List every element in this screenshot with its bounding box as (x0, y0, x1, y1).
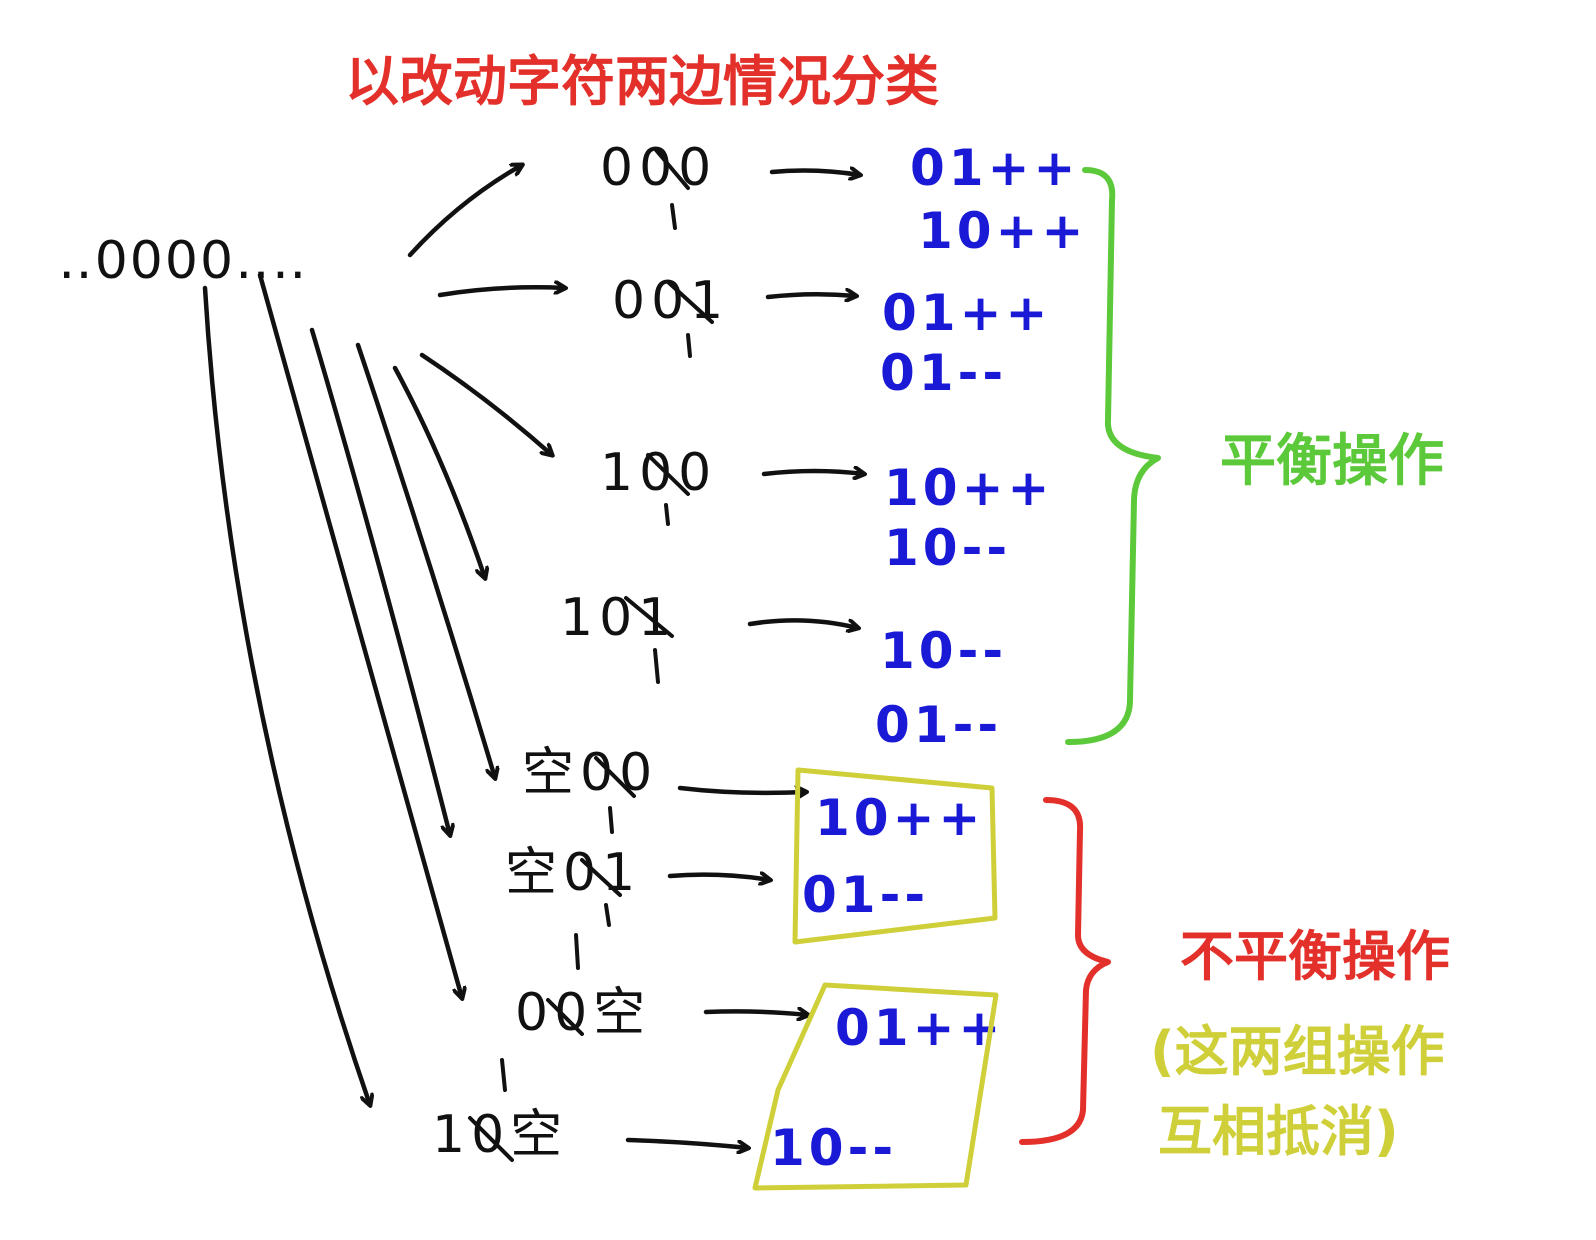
result-100-b: 10-- (884, 519, 1011, 577)
result-00e: 01++ (835, 999, 1004, 1057)
result-100-a: 10++ (884, 459, 1053, 517)
result-e01: 01-- (802, 866, 929, 924)
branch-arrows (202, 165, 565, 1105)
result-000-a: 01++ (910, 139, 1079, 197)
case-label-10e: 10空 (432, 1105, 568, 1165)
result-10e: 10-- (770, 1119, 897, 1177)
cancel-note-line2: 互相抵消) (1158, 1100, 1399, 1163)
result-e00: 10++ (815, 789, 984, 847)
case-label-000: 000 (600, 138, 717, 198)
unbalanced-brace (1019, 797, 1111, 1145)
result-000-b: 10++ (918, 202, 1087, 260)
case-label-101: 101 (560, 588, 677, 648)
cancel-box-top (792, 767, 998, 945)
cancel-box-bottom (752, 982, 999, 1191)
change-marks (468, 148, 714, 1162)
case-label-100: 100 (600, 443, 717, 503)
case-label-e00: 空00 (522, 743, 658, 803)
result-101-b: 01-- (875, 696, 1002, 754)
balanced-label: 平衡操作 (1220, 429, 1444, 494)
result-arrows (625, 171, 864, 1148)
title: 以改动字符两边情况分类 (345, 50, 939, 113)
cancel-note-line1: (这两组操作 (1150, 1020, 1445, 1083)
case-label-e01: 空01 (505, 843, 641, 903)
source-string: ‥0000‥‥ (58, 231, 308, 291)
result-001-b: 01-- (880, 344, 1007, 402)
result-101-a: 10-- (880, 622, 1007, 680)
unbalanced-label: 不平衡操作 (1180, 925, 1450, 988)
balanced-brace (1065, 167, 1161, 745)
result-001-a: 01++ (882, 284, 1051, 342)
